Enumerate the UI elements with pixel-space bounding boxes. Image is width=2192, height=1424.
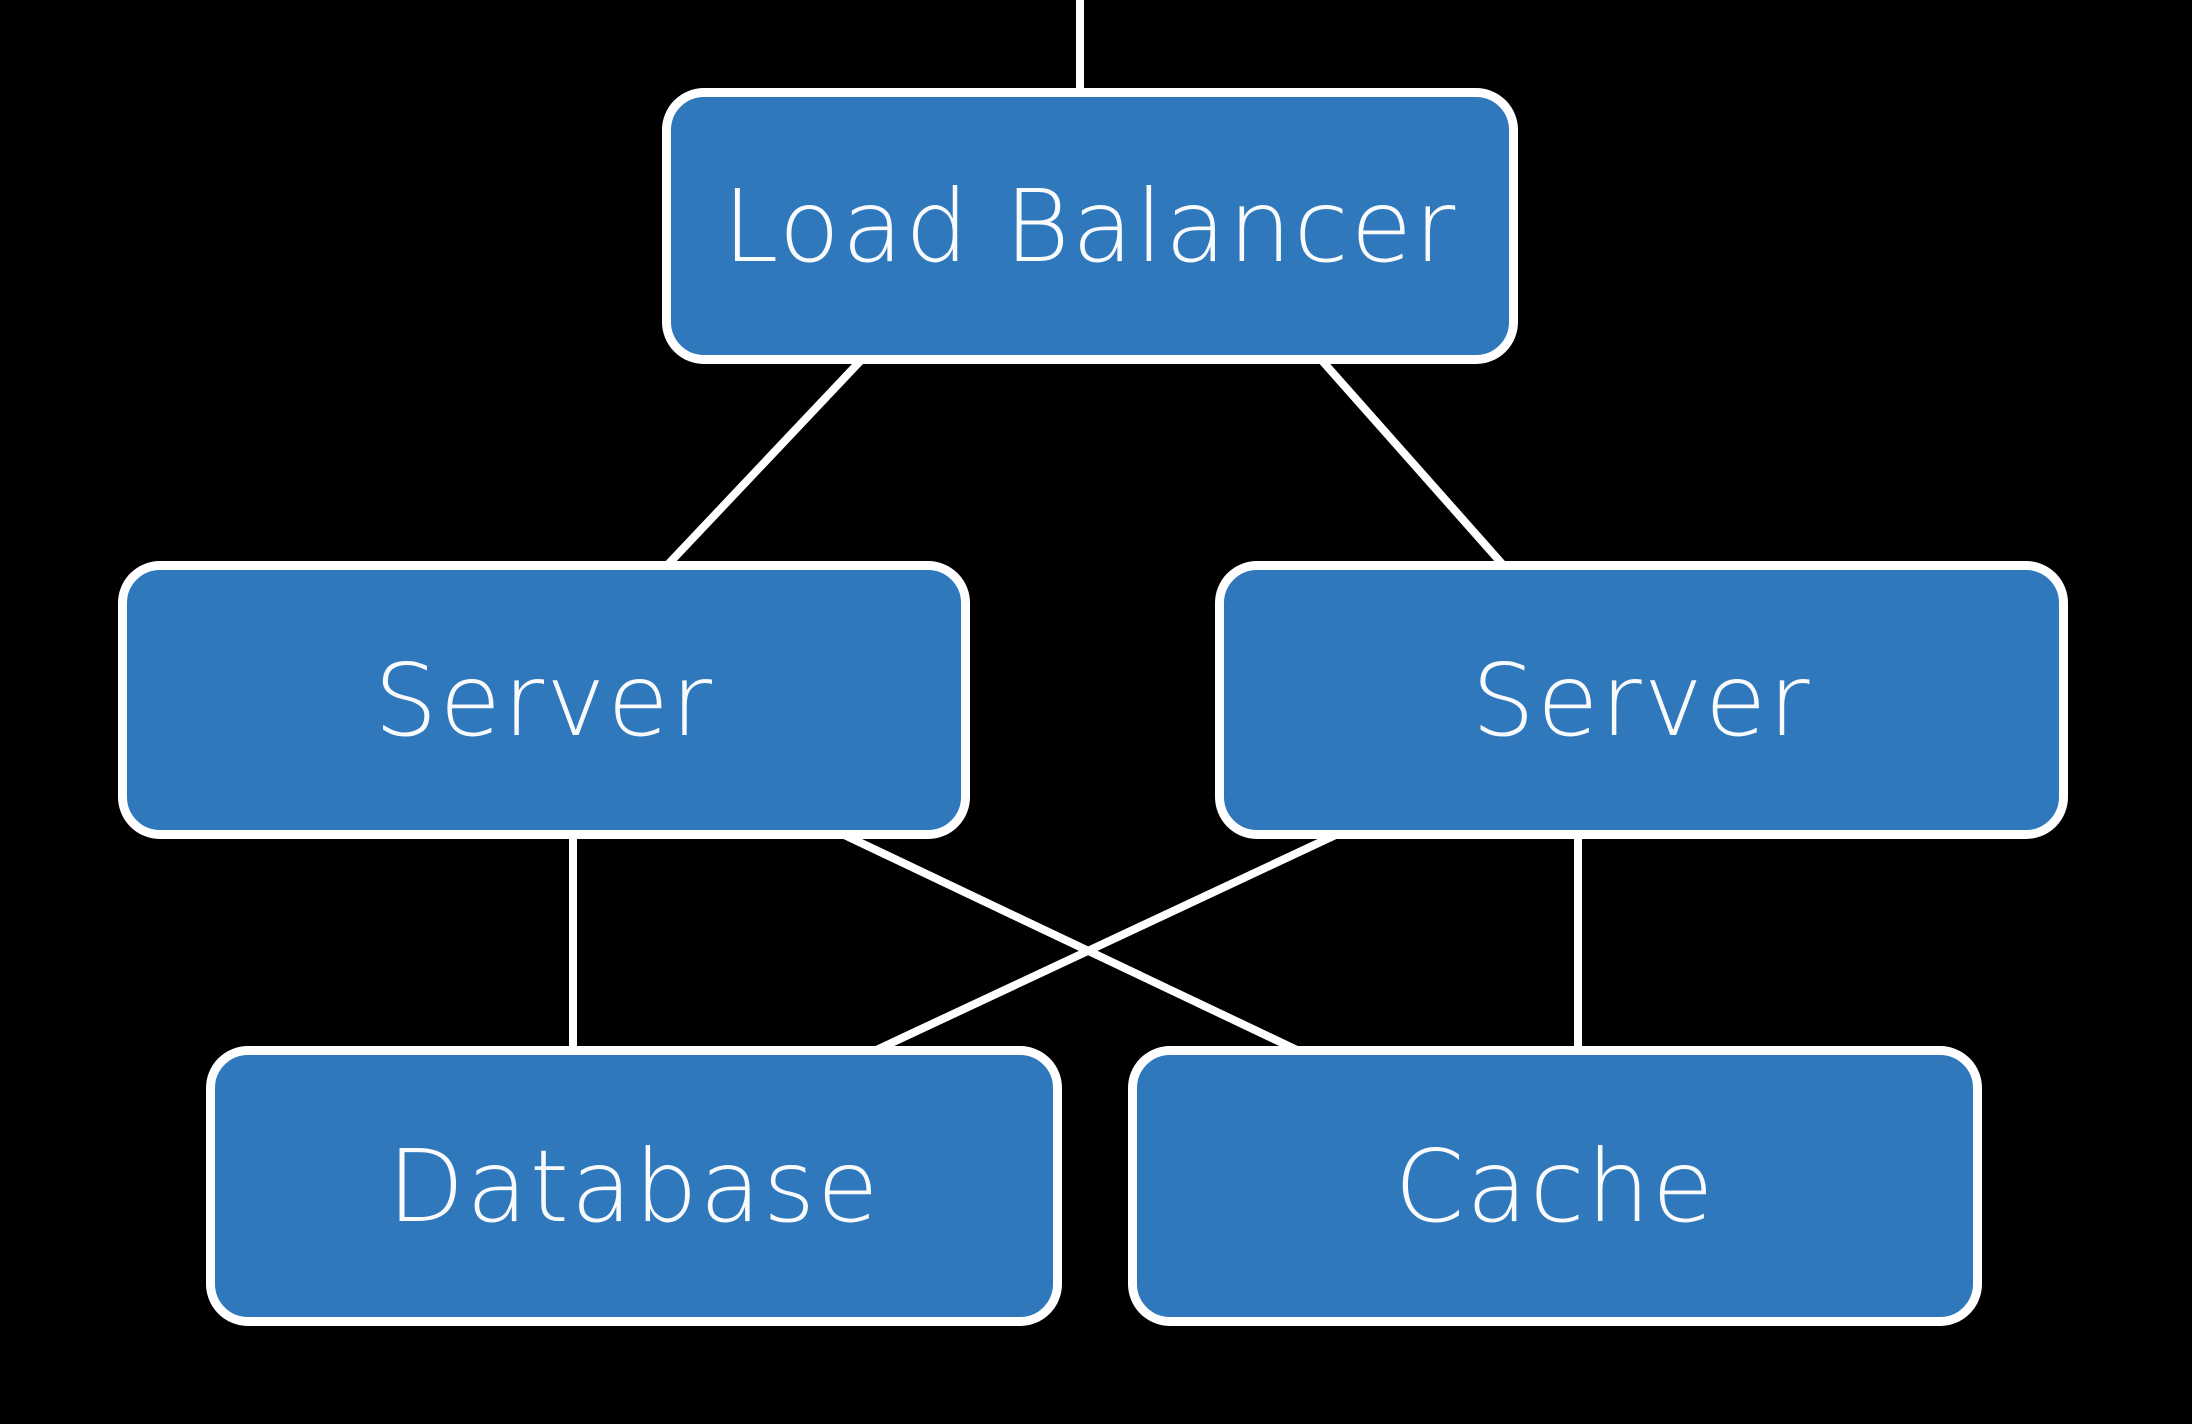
node-load-balancer[interactable]: Load Balancer — [662, 88, 1518, 364]
node-cache-label: Cache — [1394, 1127, 1716, 1245]
node-server-left-label: Server — [374, 641, 714, 759]
edge-load-balancer-server-left — [655, 352, 869, 578]
node-server-right[interactable]: Server — [1215, 561, 2068, 839]
node-database[interactable]: Database — [206, 1046, 1062, 1326]
edge-server-right-database — [853, 828, 1344, 1064]
node-database-label: Database — [387, 1127, 881, 1245]
node-load-balancer-label: Load Balancer — [722, 167, 1458, 285]
node-cache[interactable]: Cache — [1128, 1046, 1982, 1326]
node-server-left[interactable]: Server — [118, 561, 970, 839]
node-server-right-label: Server — [1471, 641, 1812, 759]
edge-load-balancer-server-right — [1314, 352, 1515, 578]
edge-server-left-cache — [836, 828, 1320, 1064]
